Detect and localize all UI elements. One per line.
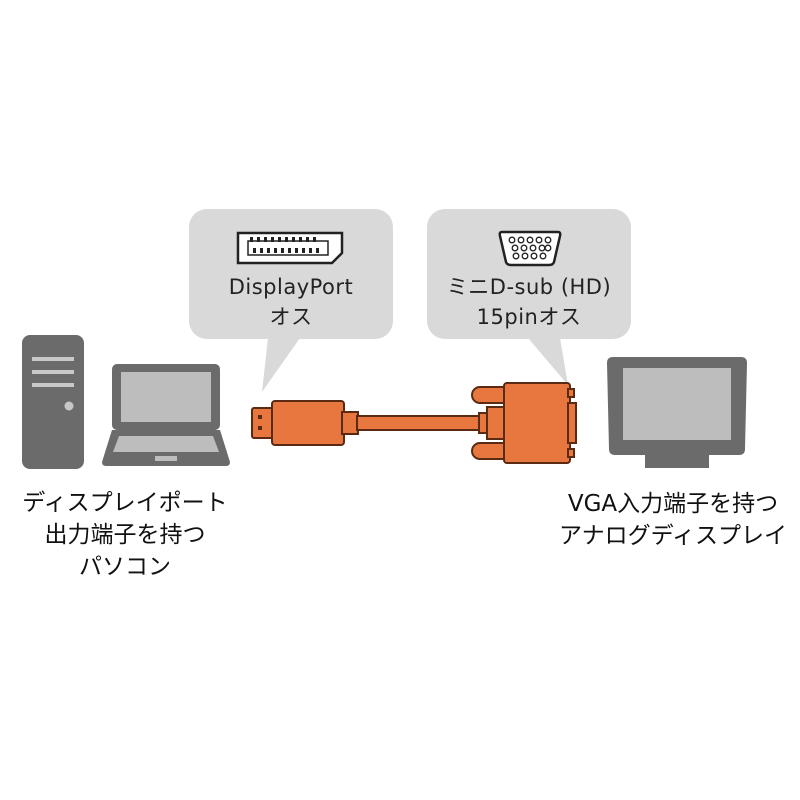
- vga-plug-body: [503, 382, 571, 464]
- monitor-icon: [607, 357, 747, 468]
- source-caption-line3: パソコン: [79, 554, 171, 580]
- target-caption-line2: アナログディスプレイ: [559, 523, 787, 549]
- vga-connector-icon: [498, 230, 562, 267]
- target-device-caption: VGA入力端子を持つ アナログディスプレイ: [546, 488, 800, 552]
- vga-label-line1: ミニD-sub (HD): [446, 275, 612, 299]
- cable-wire: [356, 415, 482, 431]
- displayport-to-vga-cable: [251, 382, 577, 464]
- displayport-label: DisplayPort オス: [189, 272, 393, 332]
- laptop-icon: [102, 364, 230, 466]
- dp-plug-body: [271, 400, 345, 446]
- displayport-label-line2: オス: [269, 305, 313, 329]
- target-caption-line1: VGA入力端子を持つ: [567, 491, 779, 517]
- vga-callout: [427, 209, 631, 339]
- source-caption-line1: ディスプレイポート: [22, 490, 228, 516]
- vga-label: ミニD-sub (HD) 15pinオス: [427, 272, 631, 332]
- dp-plug-tip: [251, 407, 275, 439]
- desktop-tower-icon: [22, 335, 84, 469]
- displayport-label-line1: DisplayPort: [228, 275, 354, 299]
- displayport-callout: [189, 209, 393, 339]
- displayport-connector-icon: [236, 231, 344, 265]
- vga-label-line2: 15pinオス: [476, 305, 582, 329]
- source-caption-line2: 出力端子を持つ: [44, 522, 206, 548]
- source-device-caption: ディスプレイポート 出力端子を持つ パソコン: [0, 487, 250, 583]
